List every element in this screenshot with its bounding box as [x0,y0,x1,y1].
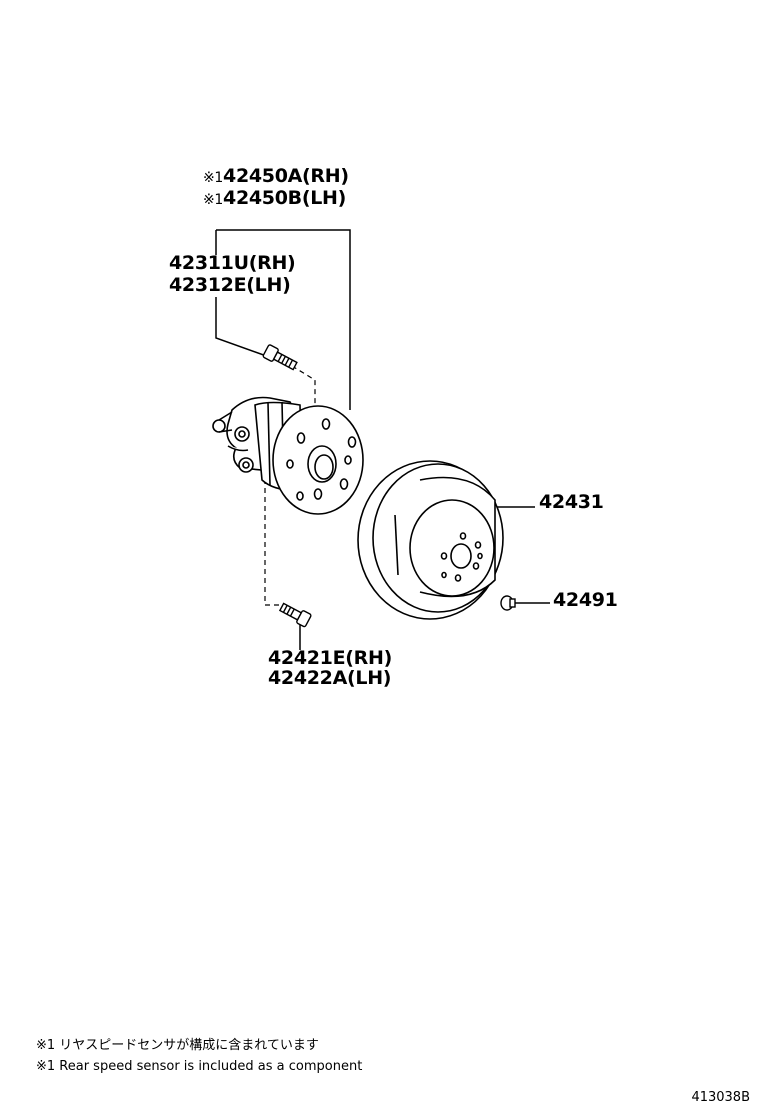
footnote-japanese: ※1 リヤスピードセンサが構成に含まれています [36,1038,319,1053]
mount-bolt-label-lh: 42422A(LH) [268,667,392,689]
part-number: 42450B(LH) [223,187,347,209]
mount-bolt-42421E [278,602,312,628]
hub-bearing-assembly [212,396,364,515]
disc-label: 42431 [539,491,604,513]
leader-hub-assembly [216,229,351,410]
part-number: 42450A(RH) [223,165,349,187]
disc-screw-label: 42491 [553,589,618,611]
hub-assembly-label-rh: ※142450A(RH) [203,165,349,189]
component-marker: ※1 [203,170,224,186]
component-marker: ※1 [203,192,224,208]
hub-bolt-42311U [262,344,298,371]
mount-bolt-label-rh: 42421E(RH) [268,647,392,669]
diagram-code: 413038B [691,1090,750,1105]
hub-assembly-label-lh: ※142450B(LH) [203,187,346,211]
hub-bolt-label-rh: 42311U(RH) [169,252,296,274]
leader-hub-bolt [215,297,273,359]
hub-bolt-label-lh: 42312E(LH) [169,274,291,296]
dash-hub-bolt [291,365,316,410]
brake-disc-42431 [357,460,504,620]
footnote-english: ※1 Rear speed sensor is included as a co… [36,1059,363,1074]
disc-screw-42491 [500,595,516,611]
alignment-lines [264,365,316,606]
leader-lines [215,229,550,650]
dash-mount-bolt [264,470,286,606]
